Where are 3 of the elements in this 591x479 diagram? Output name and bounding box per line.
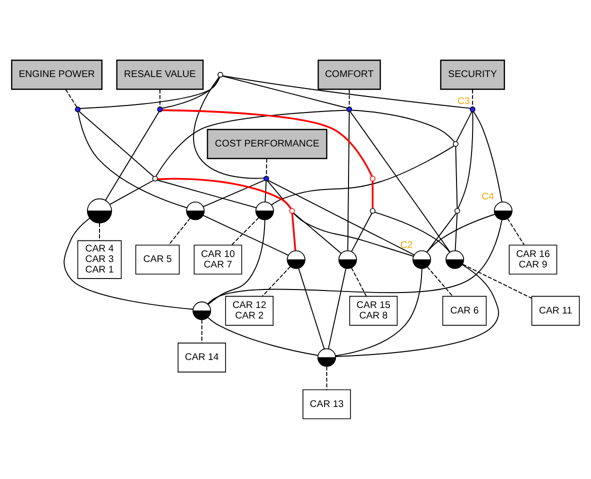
node-label: C2 [400,240,413,252]
node-label: C4 [482,191,494,202]
node-label: C3 [458,96,470,108]
